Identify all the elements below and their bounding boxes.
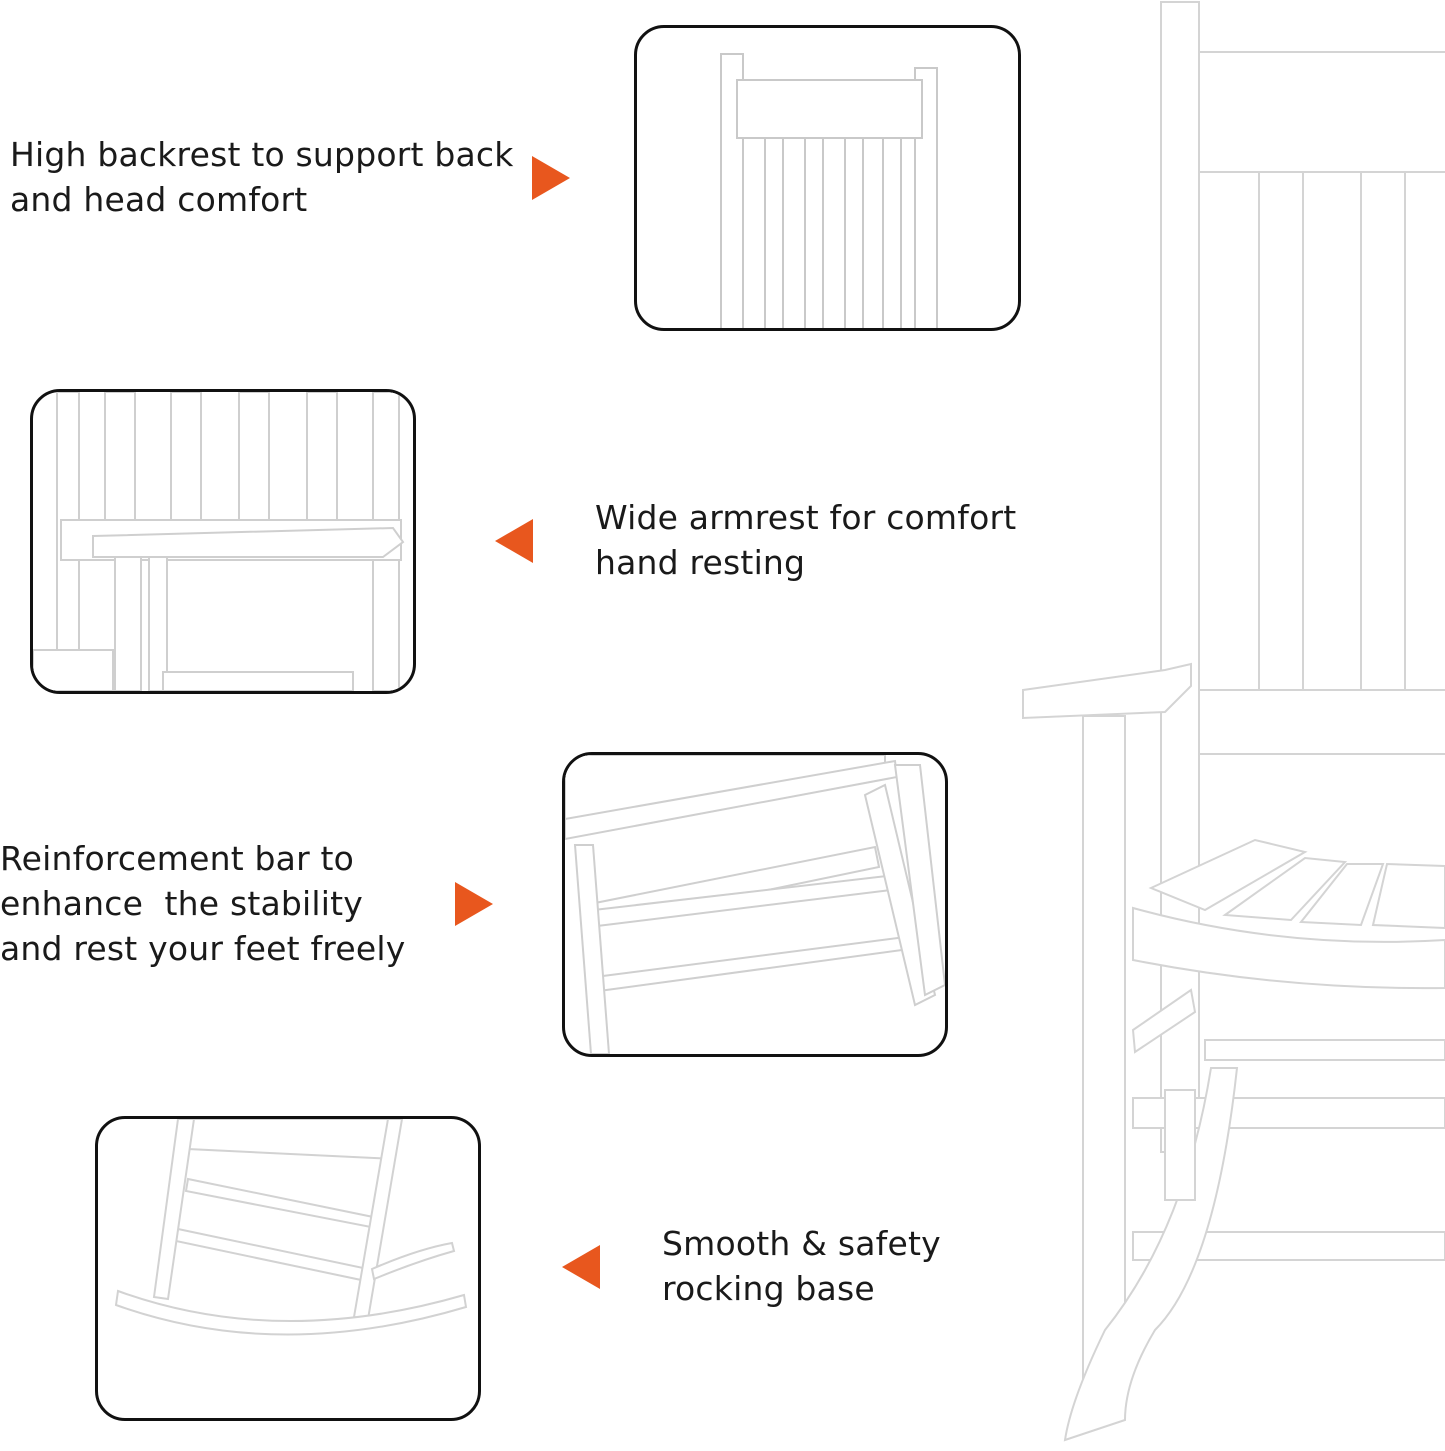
feature-line: Smooth & safety [662,1224,941,1263]
reinforcement-bar-detail-image [562,752,948,1057]
feature-line: High backrest to support back [10,135,514,174]
feature-line: hand resting [595,543,806,582]
armrest-detail-image [30,389,416,694]
right-arrow-icon [455,882,493,926]
feature-line: rocking base [662,1269,875,1308]
rocking-chair-image [1015,0,1445,1447]
feature-rocking-base-text: Smooth & safety rocking base [662,1221,941,1311]
feature-line: Reinforcement bar to [0,839,355,878]
feature-armrest-text: Wide armrest for comfort hand resting [595,495,1016,585]
feature-line: enhance the stability [0,884,364,923]
rocking-base-detail-image [95,1116,481,1421]
feature-backrest-text: High backrest to support back and head c… [10,132,514,222]
backrest-detail-image [634,25,1021,331]
feature-line: and rest your feet freely [0,929,406,968]
feature-line: and head comfort [10,180,308,219]
right-arrow-icon [532,156,570,200]
left-arrow-icon [562,1245,600,1289]
feature-reinforcement-text: Reinforcement bar to enhance the stabili… [0,836,405,971]
left-arrow-icon [495,519,533,563]
feature-line: Wide armrest for comfort [595,498,1017,537]
